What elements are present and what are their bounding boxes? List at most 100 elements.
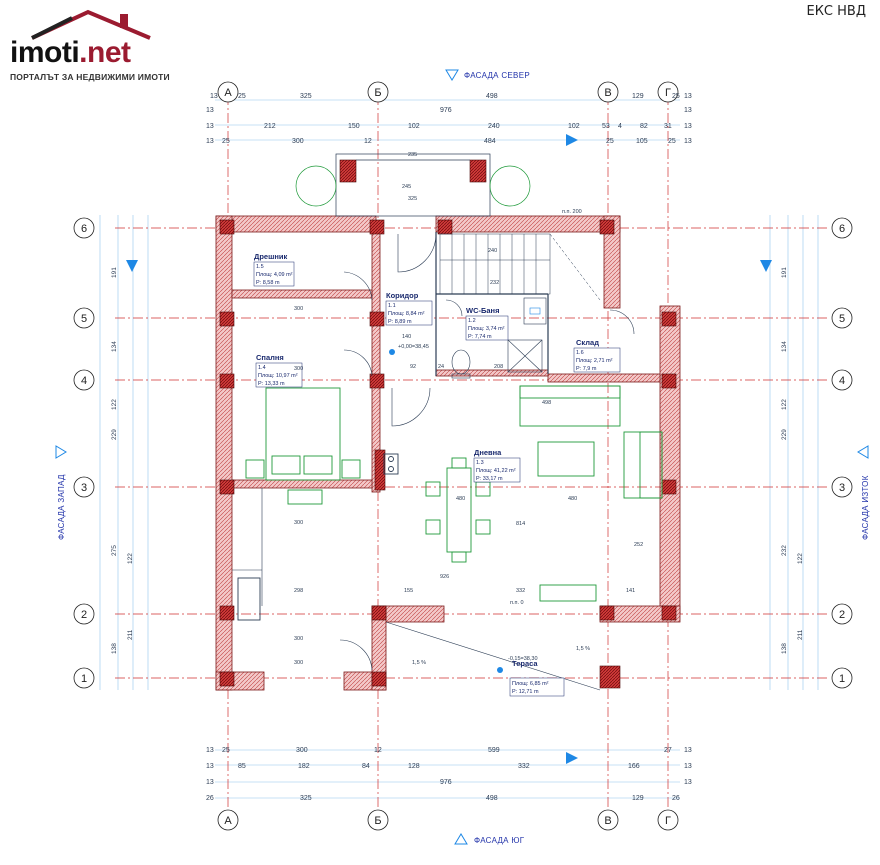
svg-text:26: 26 xyxy=(672,795,680,802)
svg-text:27: 27 xyxy=(664,747,672,754)
svg-text:P: 8,89 m: P: 8,89 m xyxy=(388,319,412,325)
svg-text:13: 13 xyxy=(684,763,692,770)
svg-text:1.2: 1.2 xyxy=(468,318,476,324)
axis-left-6: 6 xyxy=(81,223,87,235)
svg-text:599: 599 xyxy=(488,747,500,754)
svg-text:Площ: 6,85 m²: Площ: 6,85 m² xyxy=(512,681,549,687)
svg-text:155: 155 xyxy=(404,588,413,594)
room-sklad: Склад 1.6 Площ: 2,71 m² P: 7,9 m xyxy=(573,338,621,373)
svg-text:4: 4 xyxy=(618,123,622,130)
svg-text:300: 300 xyxy=(294,306,303,312)
brand-logo[interactable]: imoti.net ПОРТАЛЪТ ЗА НЕДВИЖИМИ ИМОТИ xyxy=(8,8,170,86)
svg-text:976: 976 xyxy=(440,107,452,114)
svg-text:229: 229 xyxy=(781,429,788,440)
axis-top-b: Б xyxy=(374,87,381,99)
facade-west-marker xyxy=(55,445,67,459)
svg-text:332: 332 xyxy=(518,763,530,770)
svg-text:Площ: 4,09 m²: Площ: 4,09 m² xyxy=(256,272,293,278)
room-dnevna: Дневна 1.3 Площ: 41,22 m² P: 33,17 m xyxy=(473,448,521,483)
svg-text:134: 134 xyxy=(111,341,118,352)
svg-text:84: 84 xyxy=(362,763,370,770)
svg-text:182: 182 xyxy=(298,763,310,770)
svg-text:122: 122 xyxy=(111,399,118,410)
svg-text:12: 12 xyxy=(374,747,382,754)
svg-text:298: 298 xyxy=(294,588,303,594)
room-koridor: Коридор 1.1 Площ: 8,84 m² P: 8,89 m xyxy=(385,291,433,326)
room-spalnya: Спалня 1.4 Площ: 10,97 m² P: 13,33 m xyxy=(255,353,303,388)
svg-text:п.п. 200: п.п. 200 xyxy=(562,209,582,215)
room-terasa: Тераса Площ: 6,85 m² P: 12,71 m xyxy=(509,659,565,697)
svg-text:Дрешник: Дрешник xyxy=(254,252,287,261)
bottom-dimensions: 13 25 300 12 599 27 13 13 85 182 84 128 … xyxy=(206,747,692,802)
svg-text:141: 141 xyxy=(626,588,635,594)
axis-right-2: 2 xyxy=(839,609,845,621)
axis-bubbles-bottom xyxy=(217,809,679,831)
svg-text:232: 232 xyxy=(490,280,499,286)
svg-text:208: 208 xyxy=(494,364,503,370)
svg-text:13: 13 xyxy=(684,779,692,786)
axis-left-3: 3 xyxy=(81,482,87,494)
doors xyxy=(339,233,635,691)
svg-text:300: 300 xyxy=(292,138,304,145)
axis-left-2: 2 xyxy=(81,609,87,621)
svg-text:92: 92 xyxy=(410,364,416,370)
house-roof-icon xyxy=(31,9,151,40)
axis-bottom-b: Б xyxy=(374,815,381,827)
svg-text:13: 13 xyxy=(206,107,214,114)
svg-text:P: 13,33 m: P: 13,33 m xyxy=(258,381,285,387)
staircase xyxy=(439,233,601,301)
axis-bottom-g: Г xyxy=(665,815,671,827)
kitchen xyxy=(232,488,263,606)
facade-south-marker xyxy=(454,833,468,845)
svg-text:976: 976 xyxy=(440,779,452,786)
svg-text:150: 150 xyxy=(348,123,360,130)
svg-text:P: 8,58 m: P: 8,58 m xyxy=(256,280,280,286)
svg-text:814: 814 xyxy=(516,521,525,527)
svg-text:102: 102 xyxy=(408,123,420,130)
svg-text:1.1: 1.1 xyxy=(388,303,396,309)
dimension-guides xyxy=(99,99,819,799)
svg-text:Коридор: Коридор xyxy=(386,291,419,300)
svg-text:25: 25 xyxy=(668,138,676,145)
svg-text:480: 480 xyxy=(568,496,577,502)
interior-annotations: +0,00=38,45 -0,15=38,30 п.п. 0 п.п. 200 … xyxy=(294,152,643,666)
svg-text:245: 245 xyxy=(402,184,411,190)
svg-text:484: 484 xyxy=(484,138,496,145)
svg-text:105: 105 xyxy=(636,138,648,145)
svg-text:25: 25 xyxy=(222,747,230,754)
svg-text:140: 140 xyxy=(402,334,411,340)
top-dimensions: 13 25 325 498 129 25 13 13 976 13 13 212… xyxy=(206,93,692,145)
axis-bottom-a: А xyxy=(224,815,232,827)
svg-text:211: 211 xyxy=(127,629,134,640)
svg-text:300: 300 xyxy=(294,520,303,526)
axis-right-4: 4 xyxy=(839,375,845,387)
svg-text:Площ: 41,22 m²: Площ: 41,22 m² xyxy=(476,468,516,474)
svg-text:31: 31 xyxy=(664,123,672,130)
furniture xyxy=(237,385,663,621)
svg-text:82: 82 xyxy=(640,123,648,130)
svg-text:Площ: 2,71 m²: Площ: 2,71 m² xyxy=(576,358,613,364)
svg-text:13: 13 xyxy=(210,93,218,100)
svg-text:129: 129 xyxy=(632,795,644,802)
svg-text:300: 300 xyxy=(294,660,303,666)
svg-text:13: 13 xyxy=(684,747,692,754)
svg-text:+0,00=38,45: +0,00=38,45 xyxy=(398,344,429,350)
axis-bubbles-left xyxy=(73,217,95,689)
svg-text:102: 102 xyxy=(568,123,580,130)
svg-text:1.3: 1.3 xyxy=(476,460,484,466)
columns xyxy=(219,159,677,689)
svg-text:325: 325 xyxy=(300,795,312,802)
svg-text:229: 229 xyxy=(111,429,118,440)
svg-text:498: 498 xyxy=(542,400,551,406)
svg-text:13: 13 xyxy=(206,138,214,145)
svg-text:Склад: Склад xyxy=(576,338,599,347)
svg-text:13: 13 xyxy=(206,747,214,754)
svg-text:235: 235 xyxy=(408,152,417,158)
svg-text:Площ: 10,97 m²: Площ: 10,97 m² xyxy=(258,373,298,379)
svg-text:191: 191 xyxy=(111,267,118,278)
svg-text:129: 129 xyxy=(632,93,644,100)
svg-text:Площ: 3,74 m²: Площ: 3,74 m² xyxy=(468,326,505,332)
svg-text:1,5 %: 1,5 % xyxy=(576,646,590,652)
facade-north-marker xyxy=(445,69,459,81)
